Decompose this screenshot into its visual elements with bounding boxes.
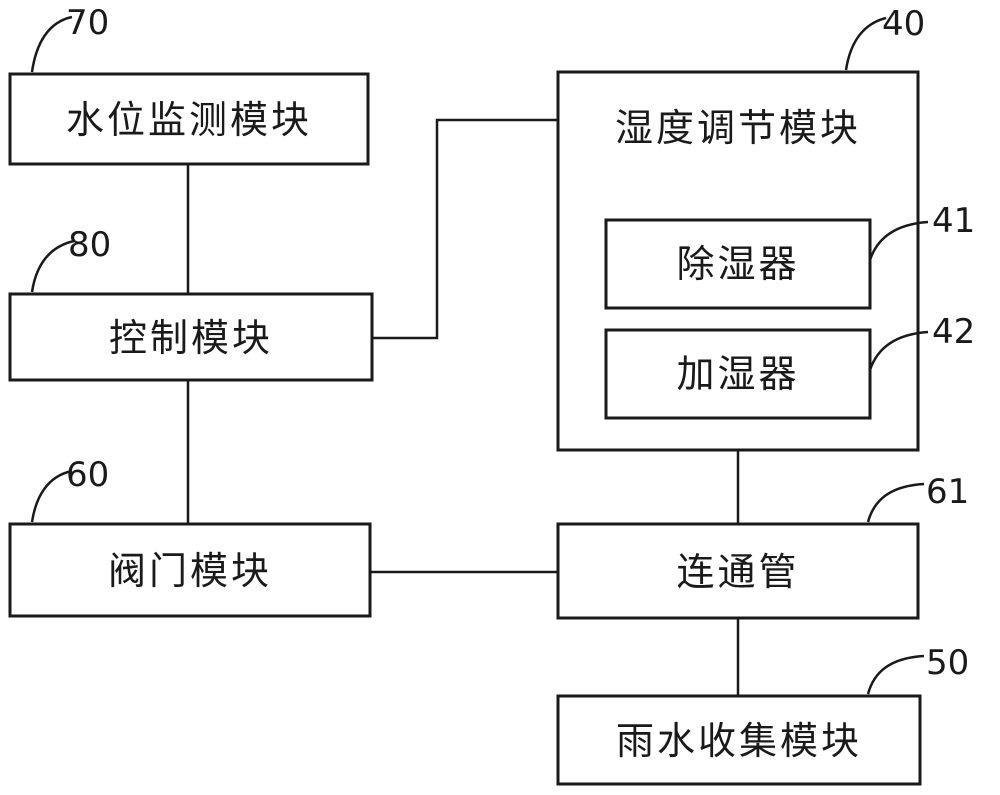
valve-box [8, 522, 372, 618]
dehumidifier-box [604, 218, 872, 310]
control-module: 控制模块 80 [8, 225, 374, 382]
rainwater-collection-label: 雨水收集模块 [616, 719, 862, 763]
water-level-monitor-box [8, 72, 370, 166]
ref-40: 40 [882, 4, 925, 44]
leader-42 [868, 330, 929, 371]
ref-60: 60 [66, 455, 109, 495]
humidifier-box [604, 328, 872, 420]
connecting-pipe-label: 连通管 [676, 550, 799, 594]
ref-50: 50 [926, 643, 969, 683]
dehumidifier-label: 除湿器 [676, 242, 799, 286]
water-level-monitor-label: 水位监测模块 [66, 98, 312, 142]
ref-70: 70 [66, 3, 109, 43]
leader-80 [30, 239, 75, 293]
control-label: 控制模块 [109, 316, 273, 360]
leader-61 [866, 482, 925, 523]
humidity-adjust-label: 湿度调节模块 [615, 106, 861, 150]
humidifier-label: 加湿器 [676, 352, 799, 396]
ref-41: 41 [932, 201, 975, 241]
connecting-pipe: 连通管 61 [556, 472, 969, 620]
leader-41 [868, 220, 929, 261]
dehumidifier-unit: 除湿器 41 [604, 201, 975, 310]
control-box [8, 292, 374, 382]
leader-40 [844, 16, 887, 71]
humidifier-unit: 加湿器 42 [604, 312, 975, 420]
leader-50 [866, 654, 925, 695]
ref-80: 80 [68, 225, 111, 265]
ref-61: 61 [926, 472, 969, 512]
water-level-monitor-module: 水位监测模块 70 [8, 3, 370, 166]
ref-42: 42 [932, 312, 975, 352]
rainwater-collection-box [556, 694, 922, 786]
leader-70 [30, 15, 73, 73]
valve-label: 阀门模块 [108, 549, 272, 593]
valve-module: 阀门模块 60 [8, 455, 372, 618]
rainwater-collection-module: 雨水收集模块 50 [556, 643, 969, 786]
connecting-pipe-box [556, 522, 920, 620]
leader-60 [30, 469, 73, 523]
link-control-humidity [372, 118, 558, 340]
